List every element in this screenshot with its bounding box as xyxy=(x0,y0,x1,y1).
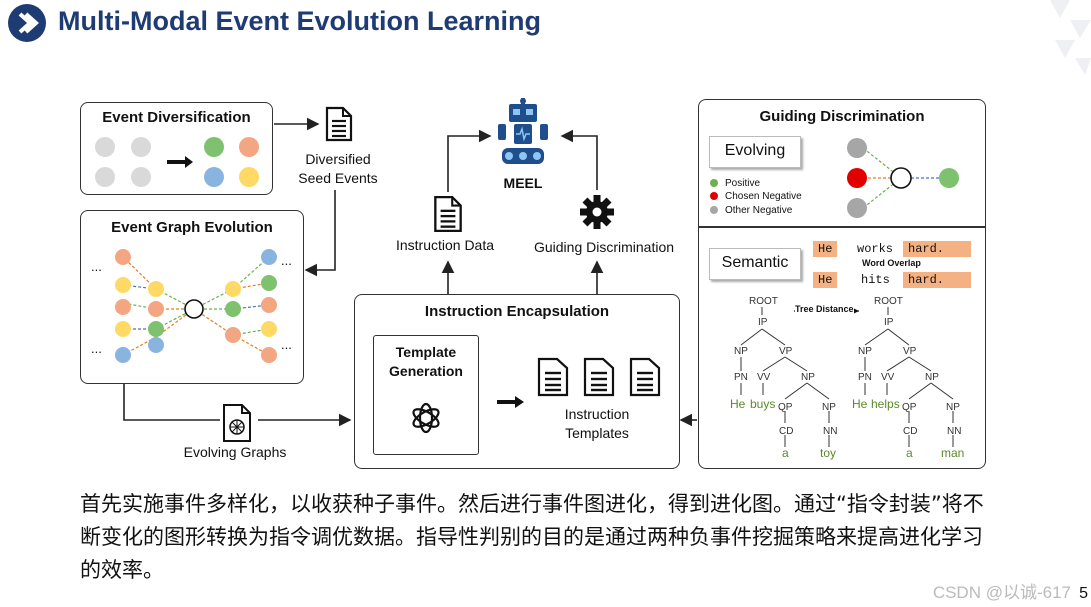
evolving-graphs-label: Evolving Graphs xyxy=(183,444,287,460)
ellipsis: ... xyxy=(281,337,292,352)
tree1-word-noun: toy xyxy=(820,446,837,460)
word-overlap-label: Word Overlap xyxy=(862,258,921,268)
tree1-cd: CD xyxy=(779,426,794,437)
evolving-label: Evolving xyxy=(724,142,786,159)
instruction-templates-label: Instruction Templates xyxy=(564,406,630,441)
tree1-ip: IP xyxy=(758,317,768,328)
event-graph xyxy=(115,249,277,363)
tree2-np3: NP xyxy=(946,402,960,413)
watermark: CSDN @以诚-617 xyxy=(932,583,1071,602)
tree1-vp: VP xyxy=(779,346,793,357)
instruction-data-label: Instruction Data xyxy=(395,237,495,253)
tree1-word-a: a xyxy=(782,446,789,460)
page-number: 5 xyxy=(1079,585,1088,602)
tree2-word-he: He xyxy=(852,397,868,411)
event-diversification-title: Event Diversification xyxy=(102,109,251,126)
word-hits: hits xyxy=(861,273,890,287)
legend-positive: Positive xyxy=(725,178,761,189)
event-diversification-box: Event Diversification xyxy=(80,102,273,195)
ellipsis: ... xyxy=(281,253,292,268)
legend-chosen-negative: Chosen Negative xyxy=(725,191,802,202)
document-icon xyxy=(325,106,353,142)
gear-icon xyxy=(580,195,614,229)
template-generation-box: Template Generation xyxy=(373,335,479,455)
arrow-icon xyxy=(497,396,524,408)
guiding-discrimination-mid-label: Guiding Discrimination xyxy=(533,239,675,255)
tree2-cd: CD xyxy=(903,426,918,437)
tree1-word-verb: buys xyxy=(750,397,776,411)
diversification-circles xyxy=(95,137,259,187)
connector-lines xyxy=(123,117,697,427)
tree2-vp: VP xyxy=(903,346,917,357)
tree2-root: ROOT xyxy=(874,296,903,307)
semantic-label-box: Semantic xyxy=(709,248,801,280)
semantic-label: Semantic xyxy=(721,254,789,271)
word-he-2: He xyxy=(813,272,838,288)
ellipsis: ... xyxy=(91,259,102,274)
event-graph-evolution-box: Event Graph Evolution ... ... ... ... xyxy=(80,210,304,384)
caption-paragraph: 首先实施事件多样化，以收获种子事件。然后进行事件图进化，得到进化图。通过“指令封… xyxy=(80,492,984,582)
graph-document-icon xyxy=(223,404,251,442)
tree2-pn: PN xyxy=(858,372,872,383)
tree1-root: ROOT xyxy=(749,296,778,307)
evolving-label-box: Evolving xyxy=(709,136,801,168)
tree1-nn: NN xyxy=(823,426,838,437)
tree1-np3: NP xyxy=(822,402,836,413)
guiding-discrimination-box: Guiding Discrimination Evolving Positive… xyxy=(698,99,986,469)
openai-logo-icon xyxy=(412,402,440,434)
word-hard-2: hard. xyxy=(903,272,971,288)
tree2-nn: NN xyxy=(947,426,962,437)
tree1-word-he: He xyxy=(730,397,746,411)
tree2-np: NP xyxy=(858,346,872,357)
tree1-pn: PN xyxy=(734,372,748,383)
event-graph-evolution-title: Event Graph Evolution xyxy=(111,219,273,236)
word-hard-1: hard. xyxy=(903,241,971,257)
tree1-qp: QP xyxy=(778,402,793,413)
diversified-seed-events-label: Diversified Seed Events xyxy=(298,151,378,186)
tree2-ip: IP xyxy=(884,317,894,328)
tree2-vv: VV xyxy=(881,372,895,383)
tree2-word-a: a xyxy=(906,446,913,460)
templates-documents-icon xyxy=(537,357,661,397)
divider xyxy=(699,226,985,228)
legend-other-negative: Other Negative xyxy=(725,205,793,216)
instruction-encapsulation-box: Instruction Encapsulation Template Gener… xyxy=(354,294,680,469)
tree1-np2: NP xyxy=(801,372,815,383)
instruction-encapsulation-title: Instruction Encapsulation xyxy=(424,303,610,320)
word-works: works xyxy=(857,242,894,256)
template-generation-label: Template Generation xyxy=(389,344,463,379)
header-logo-icon xyxy=(8,4,46,42)
tree-distance-label: Tree Distance xyxy=(795,304,854,314)
legend-dots xyxy=(710,179,718,214)
guiding-discrimination-title: Guiding Discrimination xyxy=(759,108,925,125)
tree2-word-verb: helps xyxy=(871,397,900,411)
page-title: Multi-Modal Event Evolution Learning xyxy=(58,6,541,36)
word-he-1: He xyxy=(813,241,838,257)
robot-icon xyxy=(498,98,548,164)
tree2-qp: QP xyxy=(902,402,917,413)
corner-decoration-icon xyxy=(1050,0,1091,75)
tree1-np: NP xyxy=(734,346,748,357)
meel-label: MEEL xyxy=(503,175,543,191)
tree2-np2: NP xyxy=(925,372,939,383)
tree1-vv: VV xyxy=(757,372,771,383)
document-icon xyxy=(434,195,462,233)
ellipsis: ... xyxy=(91,341,102,356)
tree2-word-noun: man xyxy=(941,446,965,460)
discrimination-graph xyxy=(847,138,959,218)
